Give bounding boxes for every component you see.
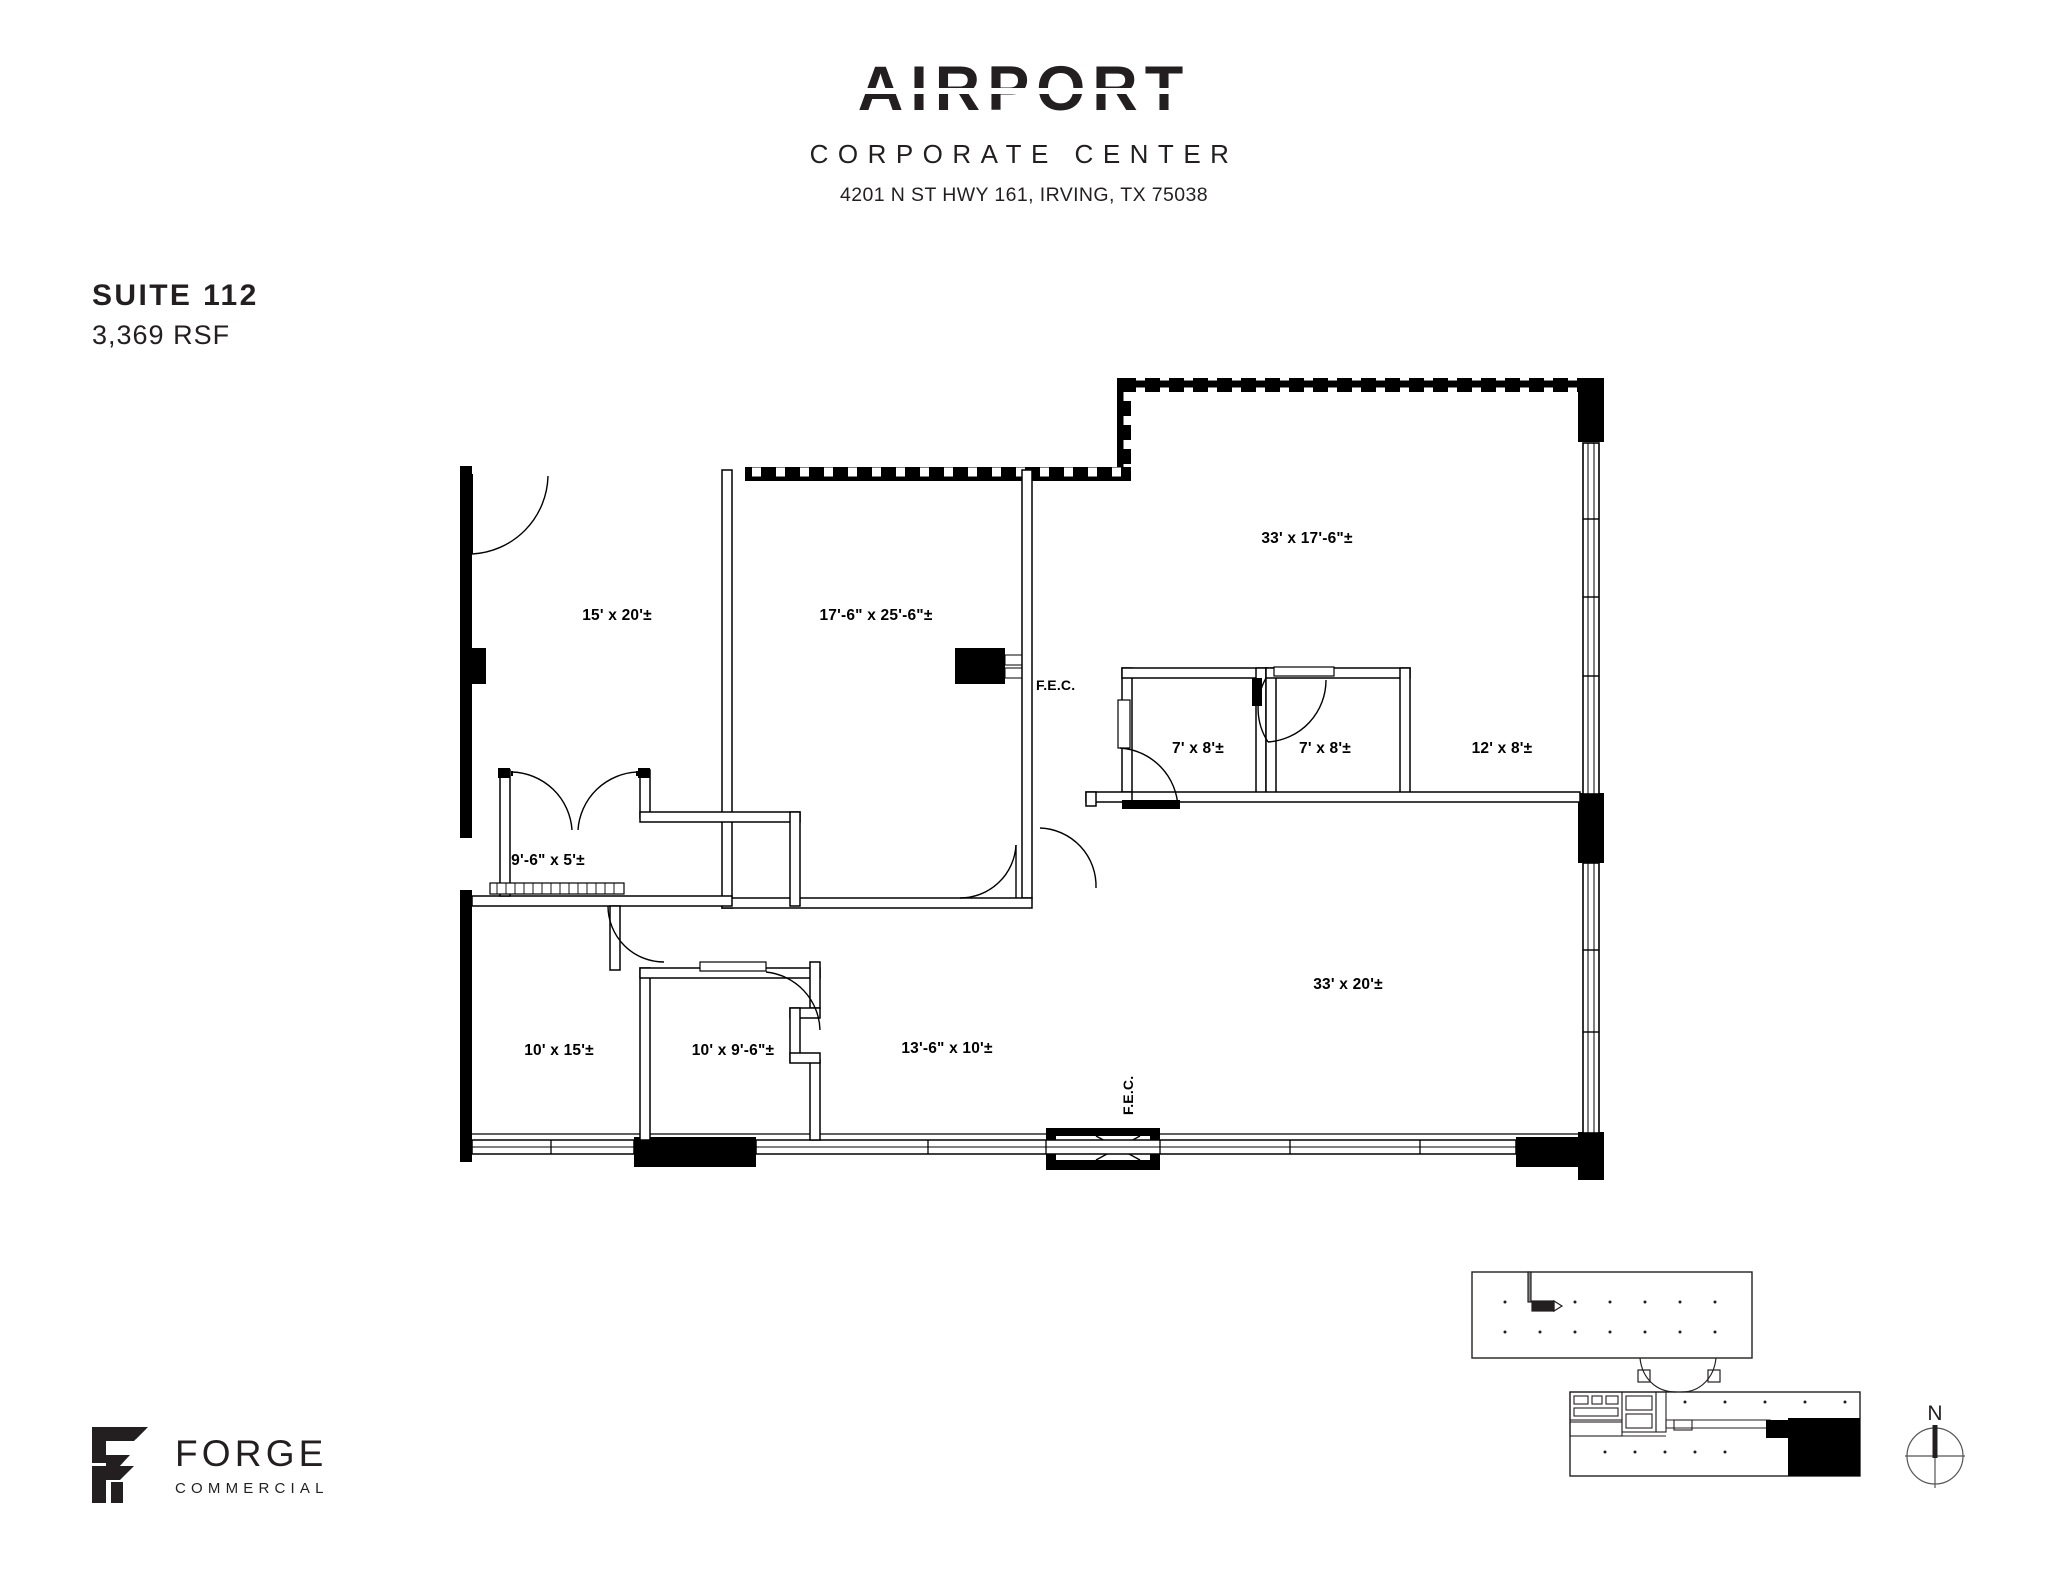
suite-rentable-area: 3,369 RSF bbox=[92, 319, 231, 350]
wall-demising-north-west bbox=[745, 467, 1131, 481]
room-label-office-s-mid: 10' x 9'-6"± bbox=[692, 1042, 775, 1059]
wall-demising-north bbox=[1117, 378, 1602, 392]
forge-mark-icon bbox=[92, 1427, 148, 1503]
room-label-open-area-se: 33' x 20'± bbox=[1313, 976, 1383, 993]
interior-partitions bbox=[471, 469, 1581, 1141]
room-label-open-area-ne: 33' x 17'-6"± bbox=[1261, 530, 1353, 547]
room-label-office-nw: 15' x 20'± bbox=[582, 607, 652, 624]
brand-subtitle: CORPORATE CENTER bbox=[809, 139, 1239, 169]
partition-closet-top bbox=[639, 811, 801, 823]
wall-west-lower-a bbox=[460, 684, 472, 838]
keyplan-highlighted-suite-jog bbox=[1766, 1420, 1790, 1438]
keyplan-building-upper bbox=[1471, 1271, 1753, 1359]
room-label-office-small-1: 7' x 8'± bbox=[1172, 740, 1224, 757]
partition-small2-east bbox=[1399, 667, 1411, 801]
keyplan-columns-upper bbox=[1503, 1300, 1717, 1334]
room-label-storage-closet: 9'-6" x 5'± bbox=[511, 852, 585, 869]
north-arrow: N bbox=[1895, 1398, 1975, 1498]
fec-label-upper: F.E.C. bbox=[1036, 677, 1075, 693]
room-label-office-s-corridor: 13'-6" x 10'± bbox=[901, 1040, 993, 1057]
fec-upper-block bbox=[955, 648, 1005, 684]
partition-s-mid-jog-c bbox=[789, 1052, 821, 1064]
partition-conference-south bbox=[721, 897, 1033, 909]
compass-north-needle bbox=[1932, 1425, 1938, 1458]
partition-closet-west bbox=[499, 769, 511, 897]
keyplan-connector bbox=[1637, 1357, 1721, 1393]
partition-small2-west bbox=[1265, 667, 1277, 801]
room-label-office-sw: 10' x 15'± bbox=[524, 1042, 594, 1059]
partition-corridor-west bbox=[471, 895, 733, 907]
partition-s-mid-east-b bbox=[809, 1059, 821, 1141]
column-w-mid bbox=[460, 648, 486, 684]
forge-tagline: COMMERCIAL bbox=[175, 1479, 329, 1497]
small1-side-light bbox=[1117, 699, 1131, 749]
wall-demising-ne-jog bbox=[1117, 378, 1131, 474]
suite-info: SUITE 112 3,369 RSF bbox=[92, 277, 259, 353]
structural-columns bbox=[460, 378, 1604, 1180]
north-label: N bbox=[1927, 1402, 1942, 1425]
partition-corridor-east-jog bbox=[1085, 791, 1097, 807]
partition-sw-office-east bbox=[639, 967, 651, 1141]
doors bbox=[471, 474, 1335, 1031]
wall-west-lower-b bbox=[460, 890, 472, 1162]
keyplan-core-upper bbox=[1527, 1271, 1564, 1313]
demising-walls bbox=[745, 378, 1602, 481]
keyplan-core-lower bbox=[1569, 1391, 1771, 1437]
window-east-lower bbox=[1582, 862, 1600, 1134]
window-walls bbox=[470, 442, 1600, 1155]
column-e-mid bbox=[1578, 793, 1604, 863]
partition-east-offices-south bbox=[1121, 791, 1581, 803]
compass-icon: N bbox=[1905, 1402, 1965, 1488]
room-label-office-conference: 17'-6" x 25'-6"± bbox=[819, 607, 932, 624]
fec-annotations: F.E.C. F.E.C. bbox=[1036, 677, 1136, 1115]
partition-closet-east bbox=[789, 811, 801, 907]
column-s-east bbox=[1516, 1137, 1582, 1167]
room-label-office-small-2: 7' x 8'± bbox=[1299, 740, 1351, 757]
partition-sw-office-stub bbox=[609, 905, 621, 971]
forge-name: FORGE bbox=[175, 1432, 328, 1474]
room-labels: 15' x 20'± 17'-6" x 25'-6"± 9'-6" x 5'± … bbox=[511, 530, 1533, 1059]
partition-office-conference bbox=[721, 469, 733, 909]
suite-number: SUITE 112 bbox=[92, 279, 259, 312]
wall-west-upper bbox=[460, 466, 472, 648]
keyplan-highlighted-suite bbox=[1788, 1418, 1860, 1476]
room-label-office-e: 12' x 8'± bbox=[1472, 740, 1533, 757]
key-plan-svg bbox=[1471, 1271, 1861, 1477]
keyplan-columns-lower bbox=[1603, 1400, 1847, 1454]
column-ne bbox=[1578, 378, 1604, 442]
fec-label-lower: F.E.C. bbox=[1120, 1076, 1136, 1115]
partition-conference-east bbox=[1021, 469, 1033, 899]
brand-address: 4201 N ST HWY 161, IRVING, TX 75038 bbox=[839, 184, 1209, 206]
column-s-mid bbox=[634, 1137, 756, 1167]
key-plan bbox=[1470, 1270, 1890, 1500]
forge-wordmark: FORGE COMMERCIAL bbox=[175, 1435, 329, 1496]
closet-shelf bbox=[489, 882, 625, 895]
window-east-upper bbox=[1582, 442, 1600, 795]
partition-small1-top bbox=[1121, 667, 1267, 679]
forge-commercial-logo: FORGE COMMERCIAL bbox=[90, 1425, 329, 1505]
column-se bbox=[1578, 1132, 1604, 1180]
